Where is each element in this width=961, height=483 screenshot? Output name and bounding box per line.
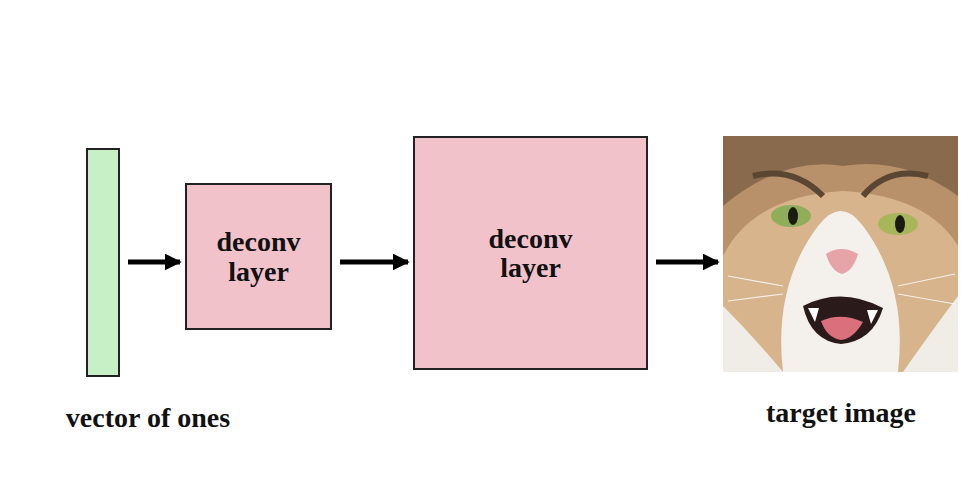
input-vector: vector of ones [86, 148, 120, 377]
box-label: deconv layer [194, 227, 324, 286]
flow-arrow [128, 260, 180, 265]
deconv-box: deconv layer [185, 183, 332, 330]
image-frame: target image [723, 136, 958, 372]
flow-arrow [656, 260, 718, 265]
caption-label: target image [766, 398, 916, 427]
cat-photo [723, 136, 958, 372]
box-label: deconv layer [466, 224, 596, 283]
caption-label: vector of ones [66, 403, 230, 432]
flow-arrow [340, 260, 408, 265]
deconv-box: deconv layer [413, 136, 648, 370]
